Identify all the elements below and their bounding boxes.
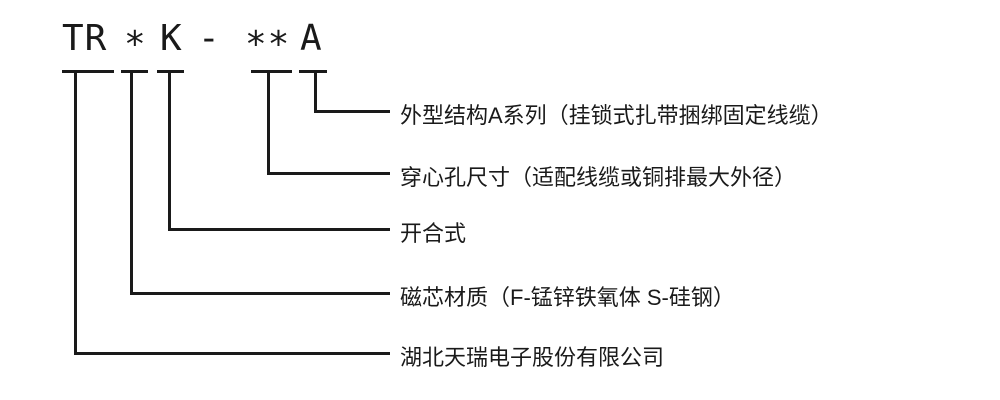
code-open-type: K — [160, 18, 183, 59]
label-series: 外型结构A系列（挂锁式扎带捆绑固定线缆） — [400, 103, 833, 128]
code-series: A — [300, 18, 323, 59]
leader-vertical-open-type — [168, 70, 171, 231]
leader-horizontal-hole-size — [267, 172, 390, 175]
leader-horizontal-core-material — [130, 292, 390, 295]
label-company: 湖北天瑞电子股份有限公司 — [400, 345, 665, 370]
code-company-prefix: TR — [62, 18, 108, 59]
label-hole-size: 穿心孔尺寸（适配线缆或铜排最大外径） — [400, 165, 797, 190]
leader-vertical-core-material — [130, 70, 133, 295]
code-hole-size-placeholder: ** — [245, 24, 291, 65]
leader-horizontal-company — [74, 352, 390, 355]
leader-vertical-company — [74, 70, 77, 355]
underline-series — [299, 70, 327, 73]
underline-core-material — [121, 70, 148, 73]
label-open-type: 开合式 — [400, 221, 467, 246]
leader-horizontal-series — [314, 110, 390, 113]
leader-horizontal-open-type — [168, 228, 390, 231]
code-dash: - — [198, 18, 221, 59]
label-core-material: 磁芯材质（F-锰锌铁氧体 S-硅钢） — [400, 285, 735, 310]
underline-company-prefix — [62, 70, 114, 73]
underline-hole-size — [251, 70, 292, 73]
leader-vertical-hole-size — [267, 70, 270, 175]
code-core-material-placeholder: * — [124, 24, 147, 65]
leader-vertical-series — [314, 70, 317, 113]
